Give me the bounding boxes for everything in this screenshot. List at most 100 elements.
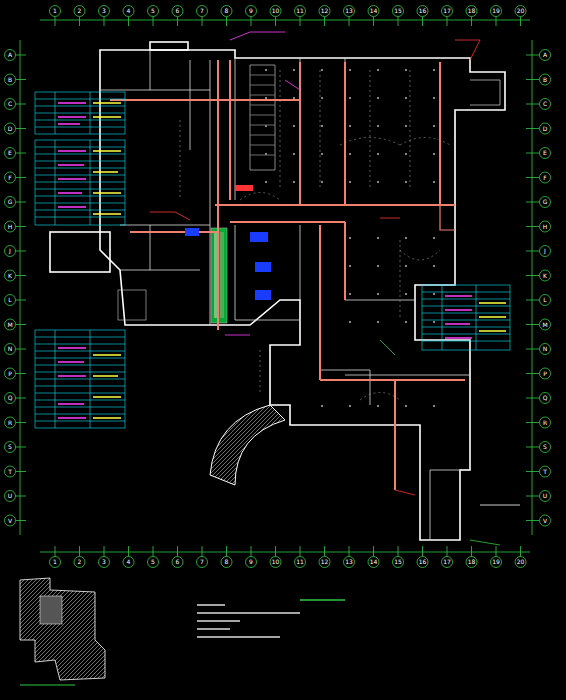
parking-grid xyxy=(300,380,460,420)
axis-bubble xyxy=(5,344,16,355)
interior-walls xyxy=(470,80,500,105)
axis-line xyxy=(104,546,105,557)
axis-bubble xyxy=(466,6,477,17)
axis-label: 2 xyxy=(78,8,82,14)
cable-tray xyxy=(440,205,455,230)
axis-label: 10 xyxy=(272,559,280,565)
axis-grid xyxy=(20,40,21,535)
axis-bubble xyxy=(172,557,183,568)
axis-label: Q xyxy=(543,395,548,401)
ramp xyxy=(210,405,285,485)
axis-label: 20 xyxy=(517,8,525,14)
axis-line xyxy=(526,104,540,105)
key-plan xyxy=(20,685,75,686)
cable-tray xyxy=(110,60,465,490)
axis-bubble xyxy=(5,491,16,502)
axis-bubble xyxy=(221,557,232,568)
axis-label: 20 xyxy=(517,559,525,565)
callout-leaders xyxy=(470,540,500,545)
axis-bubble xyxy=(197,557,208,568)
axis-line xyxy=(251,17,252,27)
interior-walls xyxy=(250,65,275,170)
axis-label: P xyxy=(543,371,547,377)
axis-label: F xyxy=(8,175,11,181)
axis-line xyxy=(526,471,540,472)
axis-label: Q xyxy=(8,395,13,401)
axis-label: D xyxy=(543,126,548,132)
axis-bubble xyxy=(5,123,16,134)
axis-line xyxy=(526,447,540,448)
axis-line xyxy=(471,17,472,27)
notes-block xyxy=(197,605,300,637)
axis-label: 8 xyxy=(225,559,229,565)
axis-line xyxy=(324,546,325,557)
notes-block xyxy=(300,599,345,601)
table-entries xyxy=(93,103,506,418)
axis-label: U xyxy=(543,493,547,499)
axis-bubble xyxy=(466,557,477,568)
key-plan xyxy=(20,578,105,680)
axis-label: F xyxy=(543,175,546,181)
axis-bubble xyxy=(5,172,16,183)
axis-label: R xyxy=(543,420,547,426)
axis-line xyxy=(177,546,178,557)
callout-leaders xyxy=(380,340,395,355)
axis-bubble xyxy=(393,557,404,568)
callout-leaders xyxy=(285,80,300,90)
cable-tray xyxy=(110,60,455,330)
axis-line xyxy=(275,546,276,557)
axis-line xyxy=(526,398,540,399)
axis-line xyxy=(526,300,540,301)
axis-line xyxy=(526,55,540,56)
axis-label: 12 xyxy=(321,8,329,14)
axis-bubble xyxy=(5,148,16,159)
circuit-tables xyxy=(35,330,125,428)
axis-bubble xyxy=(99,557,110,568)
axis-label: 13 xyxy=(345,8,353,14)
axis-line xyxy=(373,546,374,557)
axis-line xyxy=(177,17,178,27)
axis-bubble xyxy=(172,6,183,17)
circuit-tables xyxy=(35,92,125,134)
axis-line xyxy=(496,546,497,557)
axis-line xyxy=(16,349,27,350)
axis-line xyxy=(128,546,129,557)
axis-line xyxy=(16,202,27,203)
axis-label: 14 xyxy=(370,8,378,14)
building-walls xyxy=(150,42,188,50)
cable-tray xyxy=(230,60,465,490)
axis-label: 18 xyxy=(468,559,476,565)
axis-bubble xyxy=(197,6,208,17)
axis-label: M xyxy=(542,322,547,328)
interior-walls xyxy=(250,75,275,155)
axis-line xyxy=(55,546,56,557)
axis-line xyxy=(398,546,399,557)
axis-label: 17 xyxy=(443,8,451,14)
axis-line xyxy=(16,153,27,154)
axis-bubble xyxy=(270,557,281,568)
axis-bubble xyxy=(5,442,16,453)
axis-label: L xyxy=(543,297,546,303)
axis-line xyxy=(398,17,399,27)
axis-line xyxy=(202,546,203,557)
axis-line xyxy=(16,300,27,301)
axis-line xyxy=(526,349,540,350)
axis-bubble xyxy=(540,368,551,379)
axis-line xyxy=(16,275,27,276)
axis-label: 12 xyxy=(321,559,329,565)
axis-line xyxy=(526,324,540,325)
axis-bubble xyxy=(5,295,16,306)
axis-label: E xyxy=(8,150,12,156)
axis-label: 3 xyxy=(102,559,106,565)
axis-line xyxy=(373,17,374,27)
axis-line xyxy=(16,398,27,399)
axis-bubble xyxy=(148,6,159,17)
circuit-tables xyxy=(35,92,510,428)
axis-bubble xyxy=(344,6,355,17)
axis-label: 4 xyxy=(127,559,131,565)
notes-block xyxy=(197,600,345,637)
axis-bubble xyxy=(515,557,526,568)
ramp xyxy=(210,405,285,485)
parking-grid xyxy=(345,235,450,325)
axis-bubble xyxy=(246,6,257,17)
